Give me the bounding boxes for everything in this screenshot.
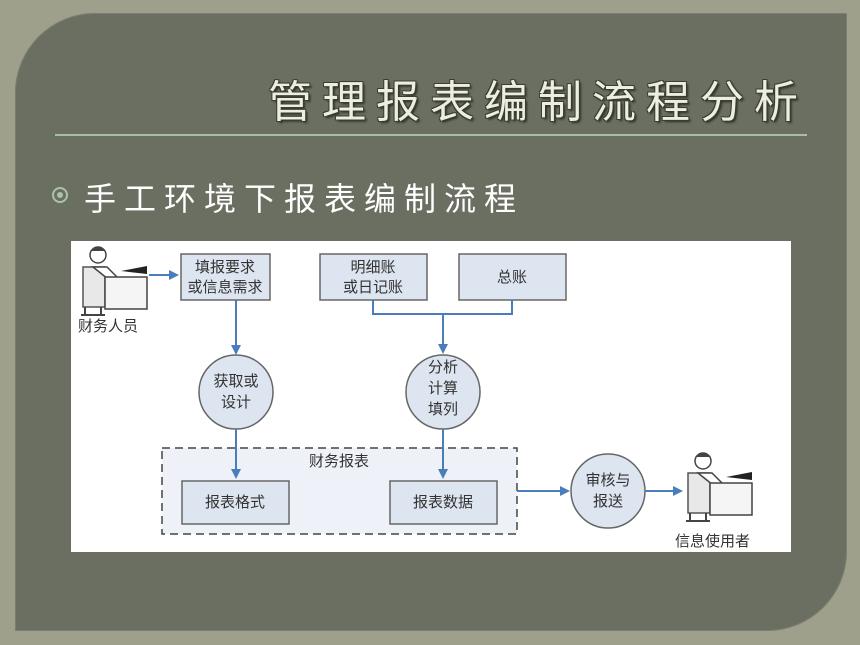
finance-staff-label: 财务人员 — [78, 317, 138, 335]
financial-report-group-label: 财务报表 — [309, 452, 369, 470]
bullet-icon — [52, 187, 68, 203]
obtain-design-node — [198, 354, 274, 430]
ledger-detail-line1: 明细账 — [350, 258, 395, 276]
general-ledger-box — [458, 253, 567, 301]
title-divider — [55, 134, 807, 136]
analyze-line3: 填列 — [428, 400, 458, 418]
bullet-text: 手工环境下报表编制流程 — [84, 180, 525, 218]
requirements-line2: 或信息需求 — [187, 278, 262, 296]
review-submit-line1: 审核与 — [585, 471, 630, 489]
requirements-box — [180, 253, 271, 301]
ledger-detail-line2: 或日记账 — [343, 278, 403, 296]
report-format-label: 报表格式 — [205, 493, 265, 511]
obtain-design-line1: 获取或 — [213, 372, 258, 390]
review-submit-line2: 报送 — [593, 492, 623, 510]
analyze-line2: 计算 — [428, 379, 458, 397]
info-user-label: 信息使用者 — [675, 532, 750, 550]
review-submit-node — [570, 453, 646, 529]
info-user-icon — [686, 452, 753, 522]
requirements-line1: 填报要求 — [195, 258, 255, 276]
analyze-line1: 分析 — [428, 358, 458, 376]
slide-title: 管理报表编制流程分析 — [268, 77, 808, 128]
report-data-label: 报表数据 — [413, 493, 473, 511]
flow-diagram: 财务人员 填报要求 或信息需求 明细账 或日记账 总账 获取或 设计 分析 计算… — [71, 241, 791, 552]
general-ledger-label: 总账 — [497, 268, 527, 286]
finance-staff-icon — [81, 246, 148, 316]
report-format-box — [181, 480, 290, 525]
ledger-join-connector — [372, 300, 513, 315]
obtain-design-line2: 设计 — [221, 393, 251, 411]
report-data-box — [389, 480, 498, 525]
